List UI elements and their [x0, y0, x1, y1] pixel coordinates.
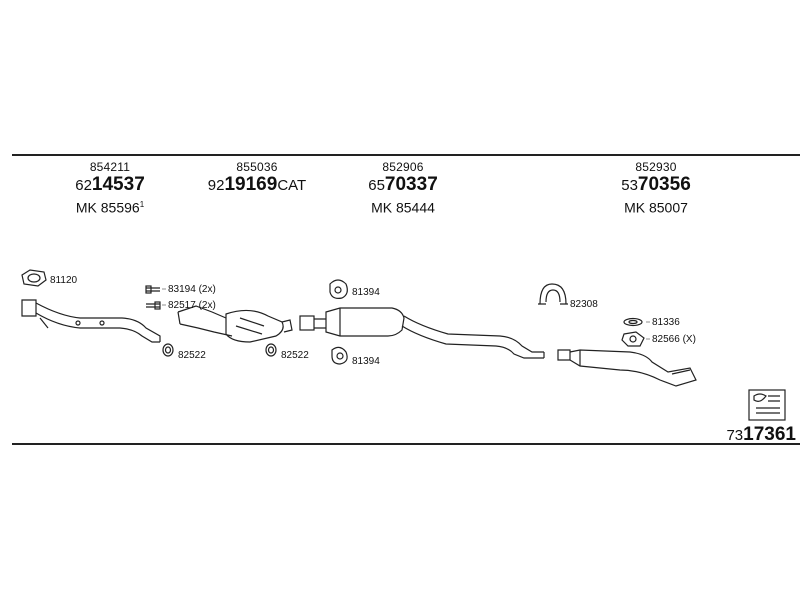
middle-silencer-icon [299, 307, 545, 359]
top-divider [12, 154, 800, 156]
mounting-kit-number: MK 85444 [371, 199, 435, 216]
part-label-81120: 81120 [50, 275, 78, 286]
part-label-82517: 82517 (2x) [168, 300, 216, 311]
mounting-kit-number: MK 85007 [624, 199, 688, 216]
front-pipe-icon [21, 299, 161, 343]
part-number-big: 9219169CAT [207, 174, 307, 195]
part-label-83194: 83194 (2x) [168, 284, 216, 295]
rubber-ring-82522-b-icon [265, 343, 277, 357]
part-number-big: 6214537 [75, 174, 145, 195]
part-number-small: 854211 [89, 160, 131, 174]
bolt-83194-icon [145, 285, 160, 294]
part-number-big: 6570337 [368, 174, 438, 195]
rubber-hanger-81394-a-icon [329, 279, 348, 299]
manual-book-icon [748, 389, 786, 421]
mounting-kit-number: MK 855961 [75, 199, 145, 216]
part-group-middle-silencer: 852906 6570337 MK 85444 [318, 160, 488, 216]
rubber-ring-82522-a-icon [162, 343, 174, 357]
part-group-catalyst: 855036 9219169CAT [172, 160, 342, 197]
part-label-82522-a: 82522 [178, 350, 206, 361]
clamp-82308-icon [538, 283, 568, 305]
rear-silencer-icon [557, 349, 697, 387]
part-number-small: 855036 [236, 160, 278, 174]
part-label-81394-a: 81394 [352, 287, 380, 298]
part-label-82566: 82566 (X) [652, 334, 696, 345]
diagram-reference-number: 7317361 [726, 424, 796, 445]
gasket-81120-icon [21, 269, 47, 287]
part-group-rear-silencer: 852930 5370356 MK 85007 [571, 160, 741, 216]
catalytic-converter-icon [177, 305, 293, 343]
part-label-81336: 81336 [652, 317, 680, 328]
rubber-ring-81336-icon [623, 317, 643, 327]
rubber-hanger-81394-b-icon [331, 346, 348, 365]
bottom-divider [12, 443, 800, 445]
nut-82517-icon [146, 301, 161, 310]
part-number-small: 852930 [635, 160, 677, 174]
part-group-front-pipe: 854211 6214537 MK 855961 [25, 160, 195, 216]
part-label-82308: 82308 [570, 299, 598, 310]
part-label-81394-b: 81394 [352, 356, 380, 367]
part-number-big: 5370356 [621, 174, 691, 195]
part-number-small: 852906 [382, 160, 424, 174]
part-label-82522-b: 82522 [281, 350, 309, 361]
gasket-82566-icon [621, 331, 645, 347]
